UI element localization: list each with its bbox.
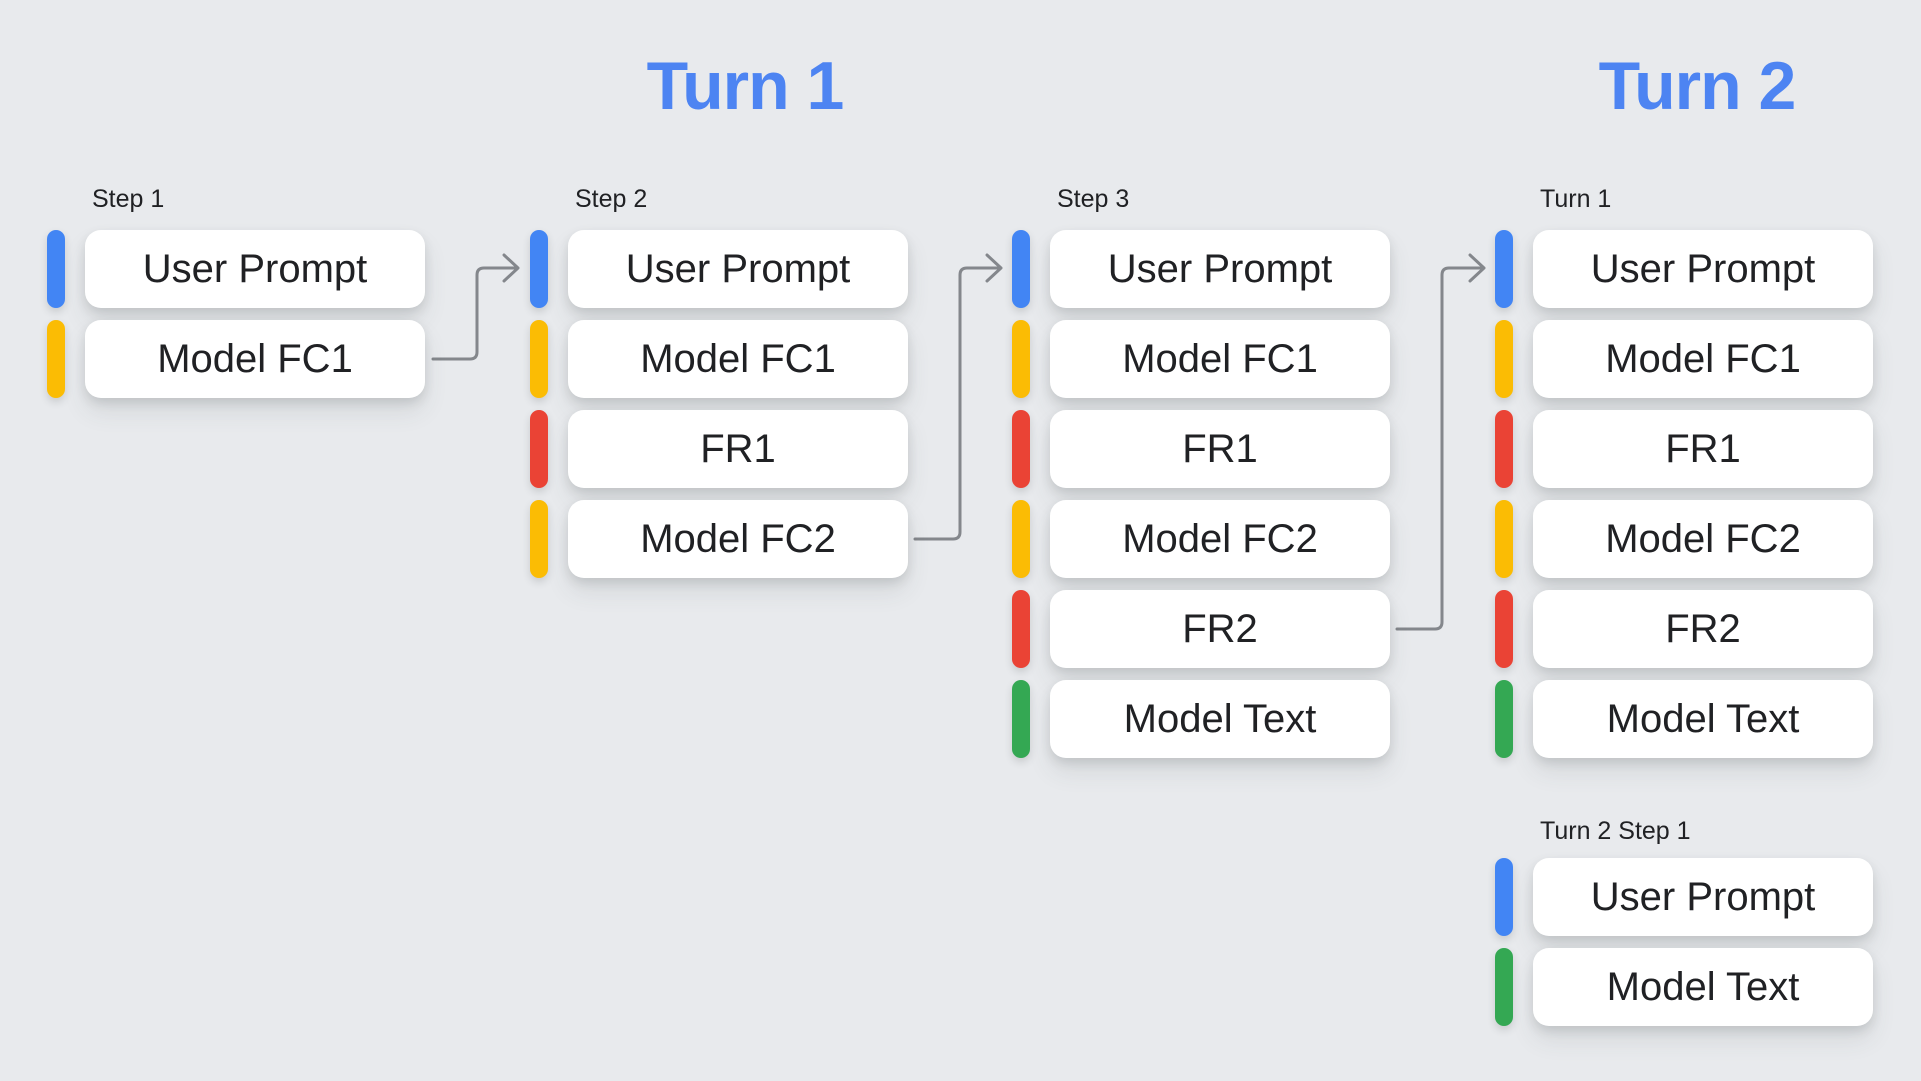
- fr1-accent-bar: [1495, 410, 1513, 488]
- user-prompt-accent-bar: [47, 230, 65, 308]
- card-label: FR2: [1665, 607, 1741, 651]
- model-fc1-accent-bar: [530, 320, 548, 398]
- group-label: Step 3: [1057, 185, 1130, 213]
- card-user-prompt: User Prompt: [85, 230, 425, 308]
- card-label: Model FC1: [157, 337, 353, 381]
- card-model-fc2: Model FC2: [1533, 500, 1873, 578]
- card-row: FR1: [530, 410, 908, 488]
- card-row: User Prompt: [530, 230, 908, 308]
- card-label: FR2: [1182, 607, 1258, 651]
- model-text-accent-bar: [1495, 680, 1513, 758]
- card-label: User Prompt: [1590, 875, 1816, 919]
- card-fr2: FR2: [1533, 590, 1873, 668]
- card-user-prompt: User Prompt: [1050, 230, 1390, 308]
- card-label: FR1: [1665, 427, 1741, 471]
- card-row: Model FC1: [1012, 320, 1390, 398]
- card-label: FR1: [700, 427, 776, 471]
- card-row: Model FC2: [1495, 500, 1873, 578]
- arrow-step1-to-step2: [431, 253, 520, 361]
- card-user-prompt: User Prompt: [568, 230, 908, 308]
- model-fc2-accent-bar: [530, 500, 548, 578]
- card-row: FR2: [1012, 590, 1390, 668]
- card-fr1: FR1: [568, 410, 908, 488]
- card-row: Model FC1: [530, 320, 908, 398]
- card-row: Model FC1: [47, 320, 425, 398]
- card-row: Model FC2: [530, 500, 908, 578]
- card-row: Model FC1: [1495, 320, 1873, 398]
- card-model-fc2: Model FC2: [1050, 500, 1390, 578]
- user-prompt-accent-bar: [530, 230, 548, 308]
- user-prompt-accent-bar: [1012, 230, 1030, 308]
- card-label: User Prompt: [142, 247, 368, 291]
- card-label: Model Text: [1606, 697, 1800, 741]
- card-row: Model Text: [1012, 680, 1390, 758]
- group-label: Step 1: [92, 185, 165, 213]
- card-label: Model Text: [1606, 965, 1800, 1009]
- turn-1-title: Turn 1: [646, 48, 845, 124]
- card-model-text: Model Text: [1533, 680, 1873, 758]
- card-row: FR1: [1495, 410, 1873, 488]
- card-fr1: FR1: [1533, 410, 1873, 488]
- card-user-prompt: User Prompt: [1533, 230, 1873, 308]
- fr2-accent-bar: [1495, 590, 1513, 668]
- card-label: Model FC2: [1122, 517, 1318, 561]
- card-label: User Prompt: [1107, 247, 1333, 291]
- model-fc1-accent-bar: [1495, 320, 1513, 398]
- card-label: FR1: [1182, 427, 1258, 471]
- card-model-fc1: Model FC1: [1533, 320, 1873, 398]
- card-row: User Prompt: [1012, 230, 1390, 308]
- arrow-step2-to-step3: [913, 253, 1003, 541]
- card-row: Model Text: [1495, 680, 1873, 758]
- card-row: Model FC2: [1012, 500, 1390, 578]
- card-fr1: FR1: [1050, 410, 1390, 488]
- card-row: FR1: [1012, 410, 1390, 488]
- card-label: User Prompt: [625, 247, 851, 291]
- user-prompt-accent-bar: [1495, 858, 1513, 936]
- fr1-accent-bar: [1012, 410, 1030, 488]
- card-model-fc1: Model FC1: [1050, 320, 1390, 398]
- card-label: Model FC2: [640, 517, 836, 561]
- card-label: Model Text: [1123, 697, 1317, 741]
- card-label: Model FC1: [640, 337, 836, 381]
- card-label: Model FC2: [1605, 517, 1801, 561]
- model-fc1-accent-bar: [47, 320, 65, 398]
- card-label: Model FC1: [1605, 337, 1801, 381]
- turn-2-title: Turn 2: [1598, 48, 1797, 124]
- model-fc2-accent-bar: [1495, 500, 1513, 578]
- card-row: Model Text: [1495, 948, 1873, 1026]
- model-fc2-accent-bar: [1012, 500, 1030, 578]
- card-fr2: FR2: [1050, 590, 1390, 668]
- arrow-step3-to-turn1: [1395, 253, 1486, 631]
- card-row: FR2: [1495, 590, 1873, 668]
- card-label: Model FC1: [1122, 337, 1318, 381]
- user-prompt-accent-bar: [1495, 230, 1513, 308]
- card-model-text: Model Text: [1050, 680, 1390, 758]
- card-user-prompt: User Prompt: [1533, 858, 1873, 936]
- group-label: Turn 2 Step 1: [1540, 817, 1691, 845]
- model-text-accent-bar: [1012, 680, 1030, 758]
- group-label: Step 2: [575, 185, 648, 213]
- card-label: User Prompt: [1590, 247, 1816, 291]
- card-row: User Prompt: [1495, 858, 1873, 936]
- card-row: User Prompt: [47, 230, 425, 308]
- fr1-accent-bar: [530, 410, 548, 488]
- card-model-fc2: Model FC2: [568, 500, 908, 578]
- card-model-fc1: Model FC1: [85, 320, 425, 398]
- model-fc1-accent-bar: [1012, 320, 1030, 398]
- card-row: User Prompt: [1495, 230, 1873, 308]
- card-model-fc1: Model FC1: [568, 320, 908, 398]
- model-text-accent-bar: [1495, 948, 1513, 1026]
- group-label: Turn 1: [1540, 185, 1612, 213]
- card-model-text: Model Text: [1533, 948, 1873, 1026]
- fr2-accent-bar: [1012, 590, 1030, 668]
